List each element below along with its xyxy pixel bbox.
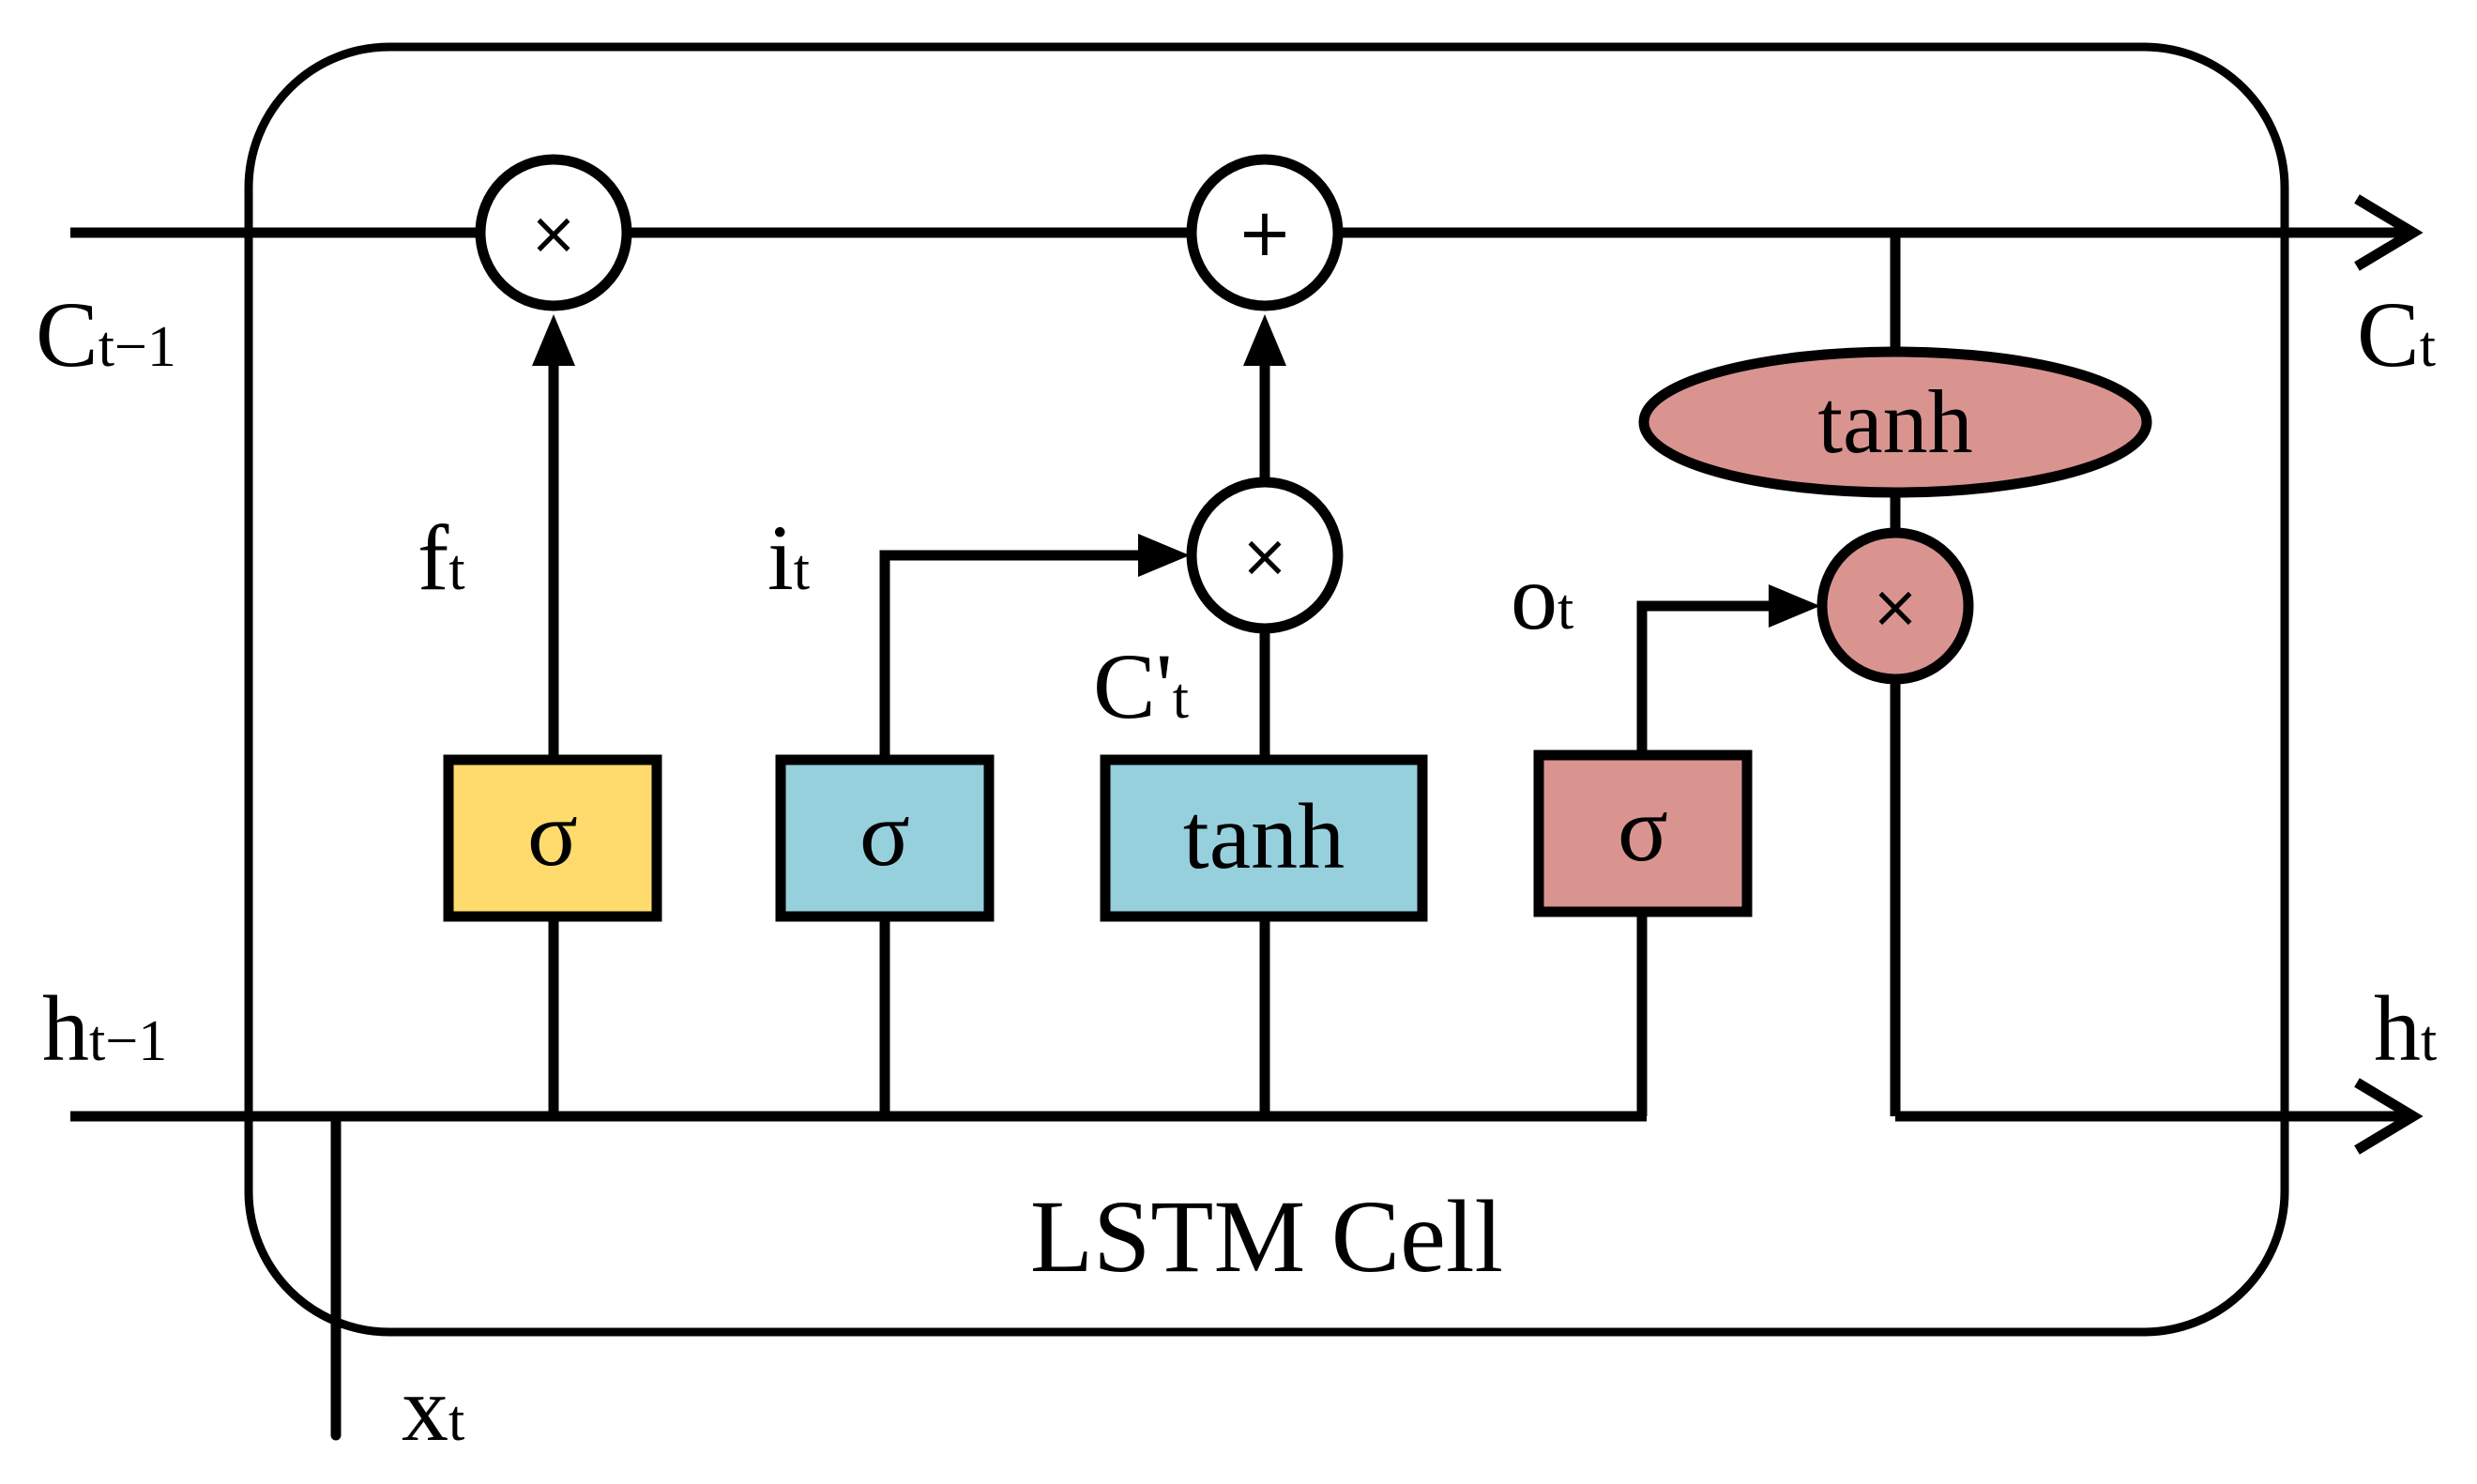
add-node: + bbox=[1186, 154, 1344, 311]
output-multiply-symbol: × bbox=[1871, 572, 1920, 641]
add-symbol: + bbox=[1238, 194, 1293, 271]
forget-gate-box: σ bbox=[443, 754, 662, 922]
cell-state-arrowhead bbox=[2354, 194, 2424, 271]
input-arrowhead bbox=[1138, 534, 1190, 577]
output-gate-wire bbox=[1636, 600, 1769, 1116]
input-multiply-node: × bbox=[1186, 477, 1344, 634]
candidate-gate-symbol: tanh bbox=[1183, 784, 1345, 888]
input-multiply-symbol: × bbox=[1240, 522, 1289, 590]
cell-outline bbox=[244, 42, 2289, 1337]
forget-arrowhead bbox=[532, 314, 575, 366]
output-gate-box: σ bbox=[1533, 750, 1753, 917]
output-gate-symbol: σ bbox=[1618, 777, 1668, 881]
output-multiply-node: × bbox=[1816, 527, 1974, 685]
input-gate-label: it bbox=[767, 506, 810, 610]
input-gate-box: σ bbox=[775, 754, 995, 922]
candidate-label: C't bbox=[1093, 634, 1189, 738]
forget-gate-label: ft bbox=[418, 506, 465, 610]
x-input-label: xt bbox=[402, 1356, 464, 1461]
add-arrowhead bbox=[1243, 314, 1286, 366]
hidden-state-arrowhead bbox=[2354, 1078, 2424, 1155]
output-gate-label: ot bbox=[1511, 545, 1573, 649]
forget-multiply-symbol: × bbox=[529, 199, 578, 267]
c-prev-label: Ct−1 bbox=[36, 282, 176, 386]
forget-gate-symbol: σ bbox=[527, 781, 578, 886]
c-next-label: Ct bbox=[2357, 282, 2436, 386]
forget-multiply-node: × bbox=[475, 154, 632, 311]
output-tanh-node: tanh bbox=[1638, 346, 2152, 498]
cell-title: LSTM Cell bbox=[1030, 1179, 1503, 1294]
h-next-label: ht bbox=[2374, 977, 2437, 1081]
input-gate-symbol: σ bbox=[859, 781, 910, 886]
output-arrowhead bbox=[1769, 584, 1820, 628]
h-prev-label: ht−1 bbox=[42, 977, 167, 1081]
input-gate-wire bbox=[879, 550, 1140, 1116]
candidate-gate-box: tanh bbox=[1100, 754, 1428, 922]
output-tanh-label: tanh bbox=[1817, 371, 1972, 472]
